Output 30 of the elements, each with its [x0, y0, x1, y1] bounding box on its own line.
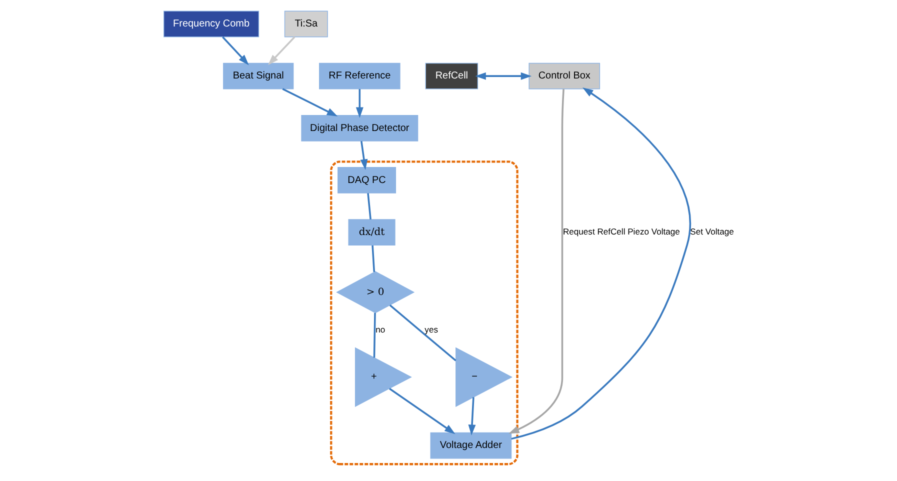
- edge-label: yes: [424, 324, 438, 335]
- cluster: [330, 160, 518, 466]
- node-box: Ti:Sa: [284, 10, 328, 38]
- arrow: [468, 397, 476, 436]
- node-box: RF Reference: [318, 62, 400, 90]
- edge-label: Request RefCell Piezo Voltage: [562, 226, 680, 236]
- node-box: Control Box: [528, 62, 600, 90]
- arrow: [222, 36, 248, 66]
- node-box: RefCell: [424, 62, 478, 90]
- node-box: Beat Signal: [222, 62, 294, 90]
- edge-label: Set Voltage: [690, 226, 734, 236]
- arrow: [474, 72, 532, 80]
- node-box: Frequency Comb: [163, 10, 259, 38]
- connector: [372, 312, 376, 358]
- arrow: [508, 89, 564, 434]
- arrow: [282, 88, 338, 116]
- node-diamond: > 0: [336, 271, 414, 314]
- node-box: DAQ PC: [337, 167, 396, 194]
- arrow: [267, 36, 295, 66]
- node-box: dx/dt: [348, 219, 395, 246]
- arrow: [510, 88, 690, 440]
- edge-label: no: [375, 324, 385, 335]
- arrow: [355, 89, 363, 118]
- connector: [388, 304, 456, 362]
- node-box: Voltage Adder: [430, 432, 512, 459]
- node-box: Digital Phase Detector: [300, 114, 418, 142]
- arrow: [388, 388, 455, 434]
- connector: [366, 193, 371, 220]
- connector: [371, 245, 375, 272]
- arrow: [360, 141, 368, 170]
